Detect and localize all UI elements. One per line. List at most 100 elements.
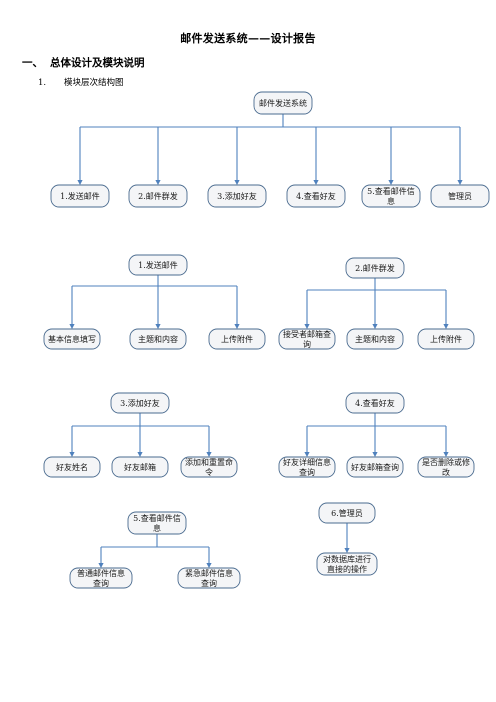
add-friend-root: 3.添加好友 bbox=[110, 392, 170, 414]
main-child-1: 1.发送邮件 bbox=[50, 184, 110, 208]
add-friend-root-label: 3.添加好友 bbox=[120, 398, 160, 408]
add-friend-connectors bbox=[69, 413, 212, 457]
view-mail-child-1-label: 普通邮件信息 bbox=[77, 568, 125, 578]
send-mail-child-3: 上传附件 bbox=[208, 328, 266, 350]
admin-child-1-label: 对数据库进行 bbox=[323, 554, 371, 564]
document-title: 邮件发送系统——设计报告 bbox=[180, 32, 316, 45]
group-mail-child-2-label: 主题和内容 bbox=[355, 334, 395, 344]
group-mail-root-label: 2.邮件群发 bbox=[355, 263, 395, 273]
view-mail-child-2-label: 查询 bbox=[201, 578, 217, 588]
main-child-4: 4.查看好友 bbox=[286, 184, 346, 208]
main-child-4-label: 4.查看好友 bbox=[296, 191, 336, 201]
add-friend-root-box bbox=[110, 392, 170, 414]
section-heading: 一、总体设计及模块说明 bbox=[22, 55, 145, 70]
main-child-6-box bbox=[430, 184, 490, 208]
main-child-5-label: 息 bbox=[387, 196, 395, 206]
view-mail-root-box bbox=[127, 511, 187, 535]
add-friend-child-3-box bbox=[180, 456, 238, 478]
group-mail-child-1-box bbox=[278, 328, 336, 350]
view-friend-root: 4.查看好友 bbox=[345, 392, 405, 414]
group-mail-child-1-label: 询 bbox=[303, 339, 311, 349]
view-friend-child-1-label: 查询 bbox=[299, 467, 315, 477]
admin-root: 6.管理员 bbox=[318, 502, 376, 524]
group-mail-child-1-label: 接受者邮箱查 bbox=[283, 329, 331, 339]
subsection-heading: 1. 模块层次结构图 bbox=[38, 76, 124, 88]
admin-root-box bbox=[318, 502, 376, 524]
section-title: 总体设计及模块说明 bbox=[50, 57, 145, 69]
add-friend-child-2-box bbox=[111, 456, 169, 478]
view-mail-connectors bbox=[98, 534, 212, 568]
main-root-label: 邮件发送系统 bbox=[259, 98, 307, 108]
section-number: 一、 bbox=[22, 57, 43, 69]
send-mail-child-1-label: 基本信息填写 bbox=[48, 334, 96, 344]
view-mail-root-label: 5.查看邮件信 bbox=[133, 513, 181, 523]
main-child-1-box bbox=[50, 184, 110, 208]
subsection-number: 1. bbox=[38, 78, 47, 88]
send-mail-child-3-label: 上传附件 bbox=[221, 334, 253, 344]
add-friend-child-3-label: 令 bbox=[205, 467, 213, 477]
view-mail-child-2-label: 紧急邮件信息 bbox=[185, 568, 233, 578]
main-child-6-label: 管理员 bbox=[448, 191, 472, 201]
main-root: 邮件发送系统 bbox=[253, 91, 313, 115]
view-mail-child-2-box bbox=[177, 567, 241, 589]
view-mail-root-label: 息 bbox=[153, 523, 161, 533]
view-mail-child-1-box bbox=[69, 567, 133, 589]
send-mail-child-2-label: 主题和内容 bbox=[138, 334, 178, 344]
main-root-box bbox=[253, 91, 313, 115]
admin-connectors bbox=[344, 523, 350, 553]
main-child-2-label: 2.邮件群发 bbox=[138, 191, 178, 201]
view-friend-child-3-box bbox=[417, 456, 475, 478]
view-friend-child-3-label: 改 bbox=[442, 467, 450, 477]
group-mail-connectors bbox=[304, 278, 449, 329]
view-friend-child-1-label: 好友详细信息 bbox=[283, 457, 331, 467]
send-mail-root-box bbox=[128, 254, 188, 276]
view-friend-child-3-label: 是否删除或修 bbox=[422, 457, 470, 467]
group-mail-child-3-label: 上传附件 bbox=[430, 334, 462, 344]
add-friend-child-3-label: 添加和重置命 bbox=[185, 457, 233, 467]
view-friend-root-box bbox=[345, 392, 405, 414]
send-mail-child-1-box bbox=[43, 328, 101, 350]
group-mail-child-3-box bbox=[417, 328, 475, 350]
main-child-3-label: 3.添加好友 bbox=[217, 191, 257, 201]
main-child-1-label: 1.发送邮件 bbox=[60, 191, 100, 201]
add-friend-child-2: 好友邮箱 bbox=[111, 456, 169, 478]
view-friend-connectors bbox=[304, 413, 449, 457]
main-child-2: 2.邮件群发 bbox=[128, 184, 188, 208]
group-mail-child-2: 主题和内容 bbox=[346, 328, 404, 350]
group-mail-child-3: 上传附件 bbox=[417, 328, 475, 350]
main-connectors bbox=[77, 114, 463, 185]
main-child-2-box bbox=[128, 184, 188, 208]
subsection-title: 模块层次结构图 bbox=[64, 78, 124, 88]
send-mail-child-2: 主题和内容 bbox=[129, 328, 187, 350]
send-mail-child-2-box bbox=[129, 328, 187, 350]
group-mail-child-2-box bbox=[346, 328, 404, 350]
admin-child-1-box bbox=[316, 552, 378, 576]
main-child-5-label: 5.查看邮件信 bbox=[367, 186, 415, 196]
add-friend-child-1-box bbox=[43, 456, 101, 478]
send-mail-connectors bbox=[69, 275, 240, 329]
view-mail-child-1-label: 查询 bbox=[93, 578, 109, 588]
view-friend-child-2: 好友邮箱查询 bbox=[346, 456, 404, 478]
view-friend-child-2-label: 好友邮箱查询 bbox=[351, 462, 399, 472]
group-mail-root: 2.邮件群发 bbox=[345, 257, 405, 279]
send-mail-root-label: 1.发送邮件 bbox=[138, 260, 178, 270]
view-friend-child-2-box bbox=[346, 456, 404, 478]
main-child-4-box bbox=[286, 184, 346, 208]
send-mail-root: 1.发送邮件 bbox=[128, 254, 188, 276]
main-child-3: 3.添加好友 bbox=[207, 184, 267, 208]
add-friend-child-1-label: 好友姓名 bbox=[56, 462, 88, 472]
main-child-5-box bbox=[361, 184, 421, 208]
view-friend-child-1-box bbox=[278, 456, 336, 478]
add-friend-child-2-label: 好友邮箱 bbox=[124, 462, 156, 472]
main-child-6: 管理员 bbox=[430, 184, 490, 208]
